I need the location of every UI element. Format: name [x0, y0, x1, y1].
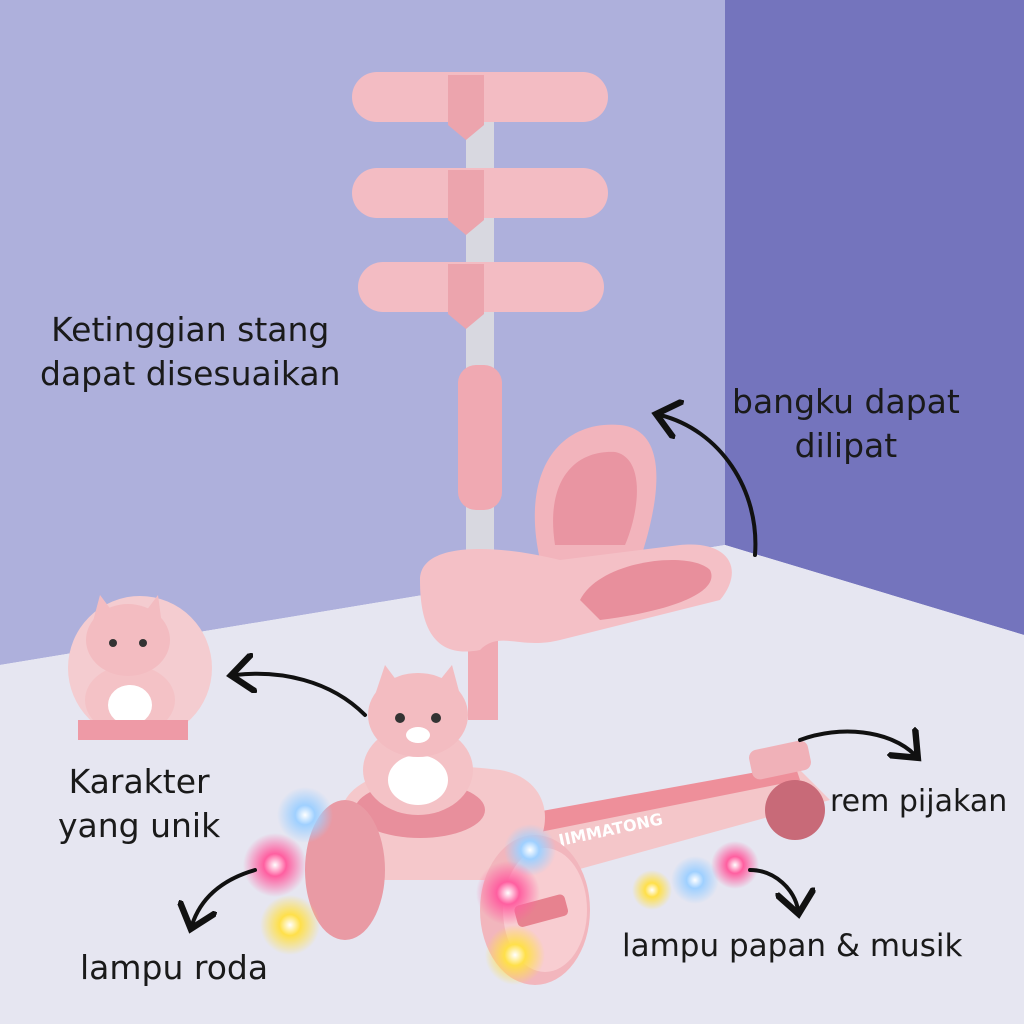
wheel-lights — [243, 787, 759, 985]
wheel-lights-label: lampu roda — [80, 948, 269, 987]
handlebar-bottom — [358, 262, 604, 329]
foldable-seat-label: bangku dapat dilipat — [732, 380, 960, 468]
character-label-line1: Karakter — [68, 762, 210, 801]
right-wall — [725, 0, 1024, 635]
handlebar-label-line2: dapat disesuaikan — [40, 354, 341, 393]
seat-arrow — [660, 415, 758, 557]
handlebar-top — [352, 72, 608, 140]
deck-lights-label: lampu papan & musik — [622, 928, 963, 964]
handlebar-height-label: Ketinggian stang dapat disesuaikan — [40, 308, 341, 396]
brake-pedal — [749, 740, 811, 780]
cat-character — [363, 665, 473, 815]
character-label: Karakter yang unik — [58, 760, 220, 848]
brake-label: rem pijakan — [830, 784, 1008, 819]
folding-seat — [420, 424, 732, 652]
deck: JIMMATONG — [520, 740, 830, 880]
annotation-arrows — [192, 415, 915, 925]
seat-label-line1: bangku dapat — [732, 382, 960, 421]
character-arrow — [235, 674, 367, 717]
cat-closeup-inset — [68, 595, 212, 740]
character-label-line2: yang unik — [58, 806, 221, 845]
wheel-light-arrow — [192, 868, 257, 925]
deck-light-arrow — [748, 868, 798, 910]
handlebar-middle — [352, 168, 608, 235]
brake-arrow — [798, 732, 915, 755]
handlebar-label-line1: Ketinggian stang — [51, 310, 330, 349]
seat-label-line2: dilipat — [794, 426, 898, 465]
